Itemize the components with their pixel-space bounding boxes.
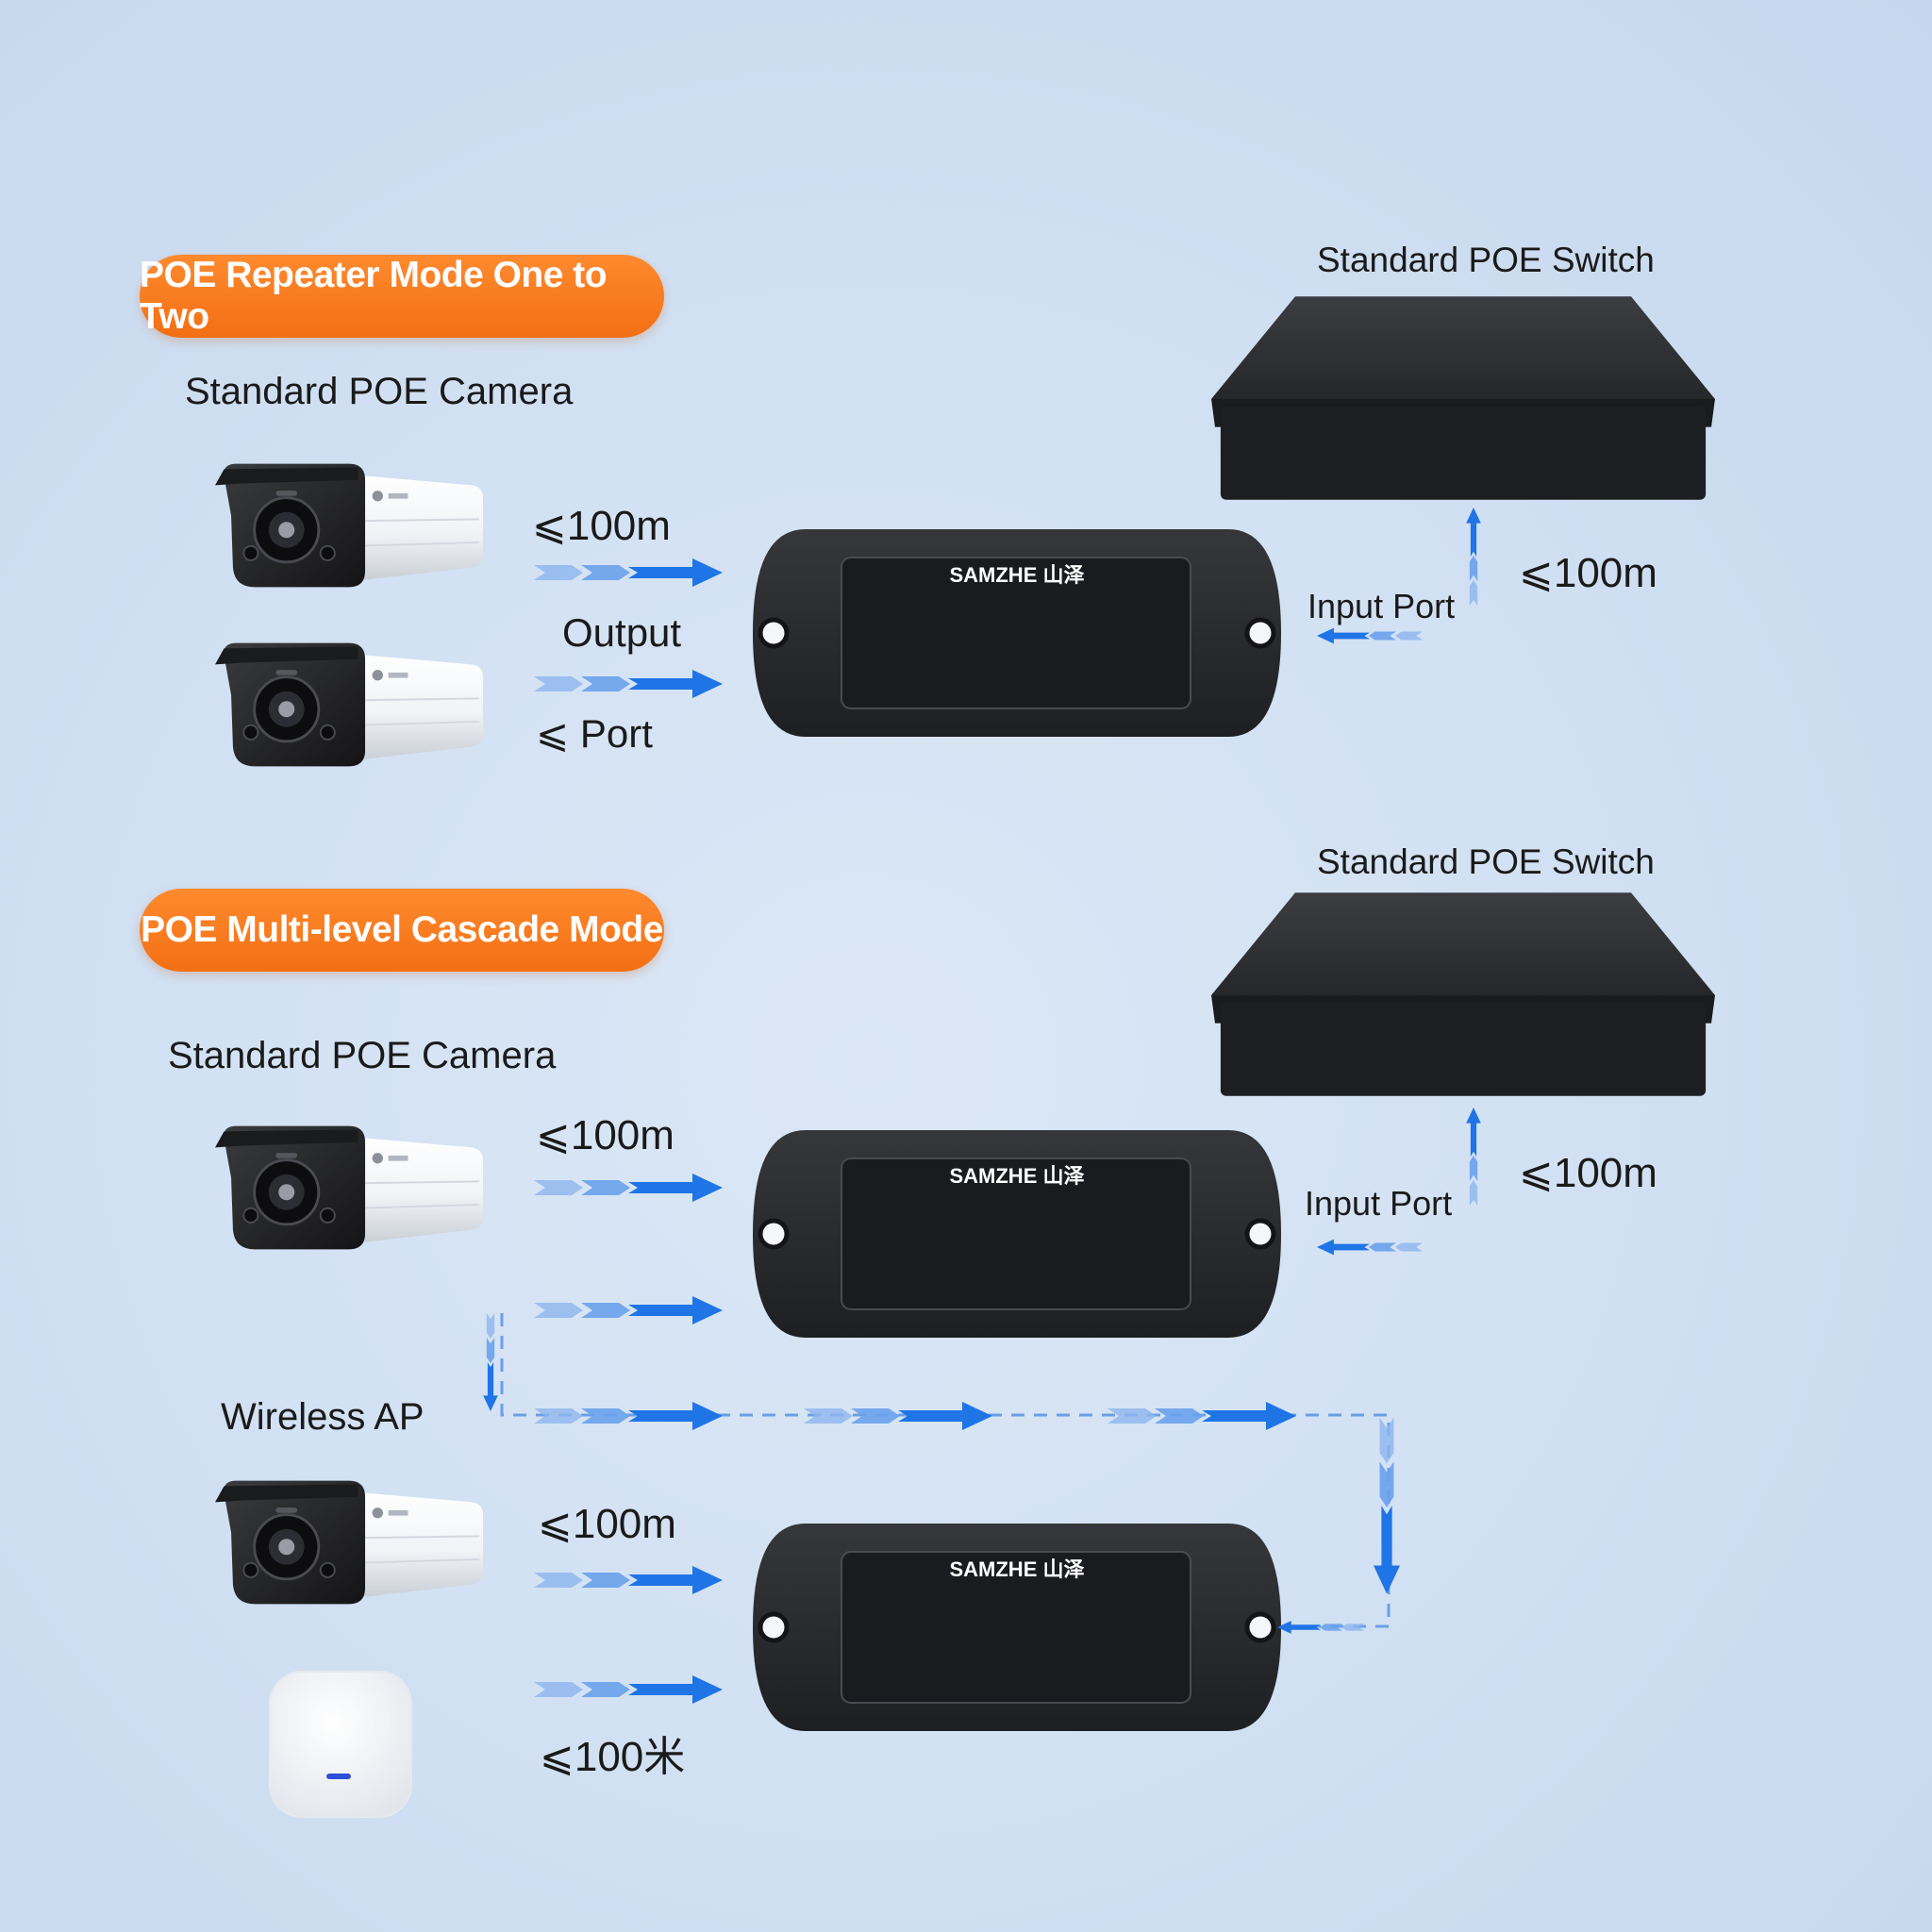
poe-repeater-icon: SAMZHE 山泽 [753,1524,1281,1731]
distance-label-camera-2: ⩽100m [536,1112,675,1158]
distance-label-input-2: ⩽100m [1519,1150,1657,1196]
mode-badge-repeater: POE Repeater Mode One to Two [140,255,664,338]
camera-title-1: Standard POE Camera [185,371,574,412]
distance-label-camera-3: ⩽100m [538,1501,676,1547]
mode-badge-cascade: POE Multi-level Cascade Mode [140,889,664,972]
distance-label-output: ⩽100m [532,503,671,549]
poe-repeater-icon: SAMZHE 山泽 [753,529,1281,737]
output-label: Output [562,610,682,655]
distance-label-input-1: ⩽100m [1519,550,1657,596]
switch-title-1: Standard POE Switch [1317,241,1655,279]
camera-icon [215,462,483,589]
arrow-icon [534,558,723,587]
poe-switch-icon [1211,296,1715,500]
cascade-link [483,1313,1400,1634]
poe-switch-icon [1211,892,1715,1096]
distance-label-ap: ⩽100米 [540,1734,686,1780]
wireless-ap-label: Wireless AP [221,1396,425,1438]
repeater-brand: SAMZHE 山泽 [949,1557,1084,1581]
poe-repeater-icon: SAMZHE 山泽 [753,1130,1281,1338]
arrow-icon [534,1296,723,1324]
wireless-ap-icon [269,1671,412,1818]
switch-title-2: Standard POE Switch [1317,842,1655,881]
camera-icon [215,641,483,768]
arrow-icon [534,670,723,698]
camera-icon [215,1479,483,1606]
arrow-icon [534,1174,723,1202]
arrow-icon [1466,508,1481,606]
arrow-icon [534,1675,723,1704]
camera-title-2: Standard POE Camera [168,1035,557,1076]
camera-icon [215,1124,483,1251]
repeater-brand: SAMZHE 山泽 [949,563,1084,587]
arrow-icon [1466,1108,1481,1206]
port-label: ⩽ Port [536,711,653,756]
repeater-brand: SAMZHE 山泽 [949,1164,1084,1188]
input-port-label-1: Input Port [1307,587,1456,625]
arrow-icon [534,1566,723,1594]
arrow-icon [1317,627,1423,644]
input-port-label-2: Input Port [1305,1184,1453,1223]
arrow-icon [1317,1239,1423,1256]
